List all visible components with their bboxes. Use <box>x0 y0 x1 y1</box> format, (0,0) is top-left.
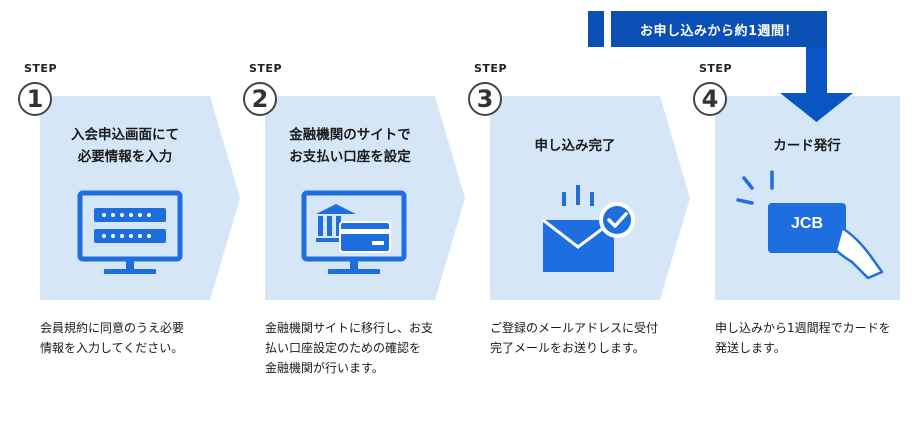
jcb-card-label: JCB <box>790 215 823 232</box>
step-3-desc-line: ご登録のメールアドレスに受付 <box>490 321 659 335</box>
step-4-title-line: カード発行 <box>773 138 841 154</box>
step-2-desc-line: 金融機関が行います。 <box>265 361 384 375</box>
step-2-label: STEP <box>249 62 283 75</box>
step-4-description: 申し込みから1週間程でカードを 発送します。 <box>715 318 891 358</box>
callout-banner: お申し込みから約1週間！ <box>611 11 827 47</box>
step-4-desc-line: 申し込みから1週間程でカードを <box>715 321 891 335</box>
step-4-label: STEP <box>699 62 733 75</box>
jcb-card-hand-icon <box>736 170 884 280</box>
step-2-desc-line: 払い口座設定のための確認を <box>265 341 422 355</box>
step-2-number: 2 <box>243 82 277 116</box>
step-3-label: STEP <box>474 62 508 75</box>
step-3-title: 申し込み完了 <box>480 135 670 157</box>
step-2-description: 金融機関サイトに移行し、お支 払い口座設定のための確認を 金融機関が行います。 <box>265 318 433 378</box>
monitor-bank-card-icon <box>301 190 407 274</box>
step-2-desc-line: 金融機関サイトに移行し、お支 <box>265 321 434 335</box>
step-3-description: ご登録のメールアドレスに受付 完了メールをお送りします。 <box>490 318 658 358</box>
step-3-desc-line: 完了メールをお送りします。 <box>490 341 645 355</box>
step-1-panel <box>40 96 240 300</box>
step-4-title: カード発行 <box>712 135 902 157</box>
monitor-form-icon <box>77 190 183 274</box>
step-1-label: STEP <box>24 62 58 75</box>
step-2-panel <box>265 96 465 300</box>
step-1-desc-line: 会員規約に同意のうえ必要 <box>40 321 185 335</box>
envelope-check-icon <box>542 185 635 272</box>
step-3-title-line: 申し込み完了 <box>534 138 616 154</box>
step-4-desc-line: 発送します。 <box>715 341 786 355</box>
step-1-number: 1 <box>18 82 52 116</box>
step-1-title-line: 必要情報を入力 <box>77 149 173 165</box>
step-1-title: 入会申込画面にて 必要情報を入力 <box>30 124 220 168</box>
step-1-description: 会員規約に同意のうえ必要 情報を入力してください。 <box>40 318 184 358</box>
step-2-title-line: 金融機関のサイトで <box>289 127 411 143</box>
step-2-title: 金融機関のサイトで お支払い口座を設定 <box>255 124 445 168</box>
step-1-desc-line: 情報を入力してください。 <box>40 341 184 355</box>
callout-text: お申し込みから約1週間！ <box>639 23 799 39</box>
step-3-number: 3 <box>468 82 502 116</box>
callout-left-bar <box>588 11 604 47</box>
step-1-title-line: 入会申込画面にて <box>71 127 179 143</box>
step-4-number: 4 <box>693 82 727 116</box>
step-2-title-line: お支払い口座を設定 <box>289 149 411 165</box>
